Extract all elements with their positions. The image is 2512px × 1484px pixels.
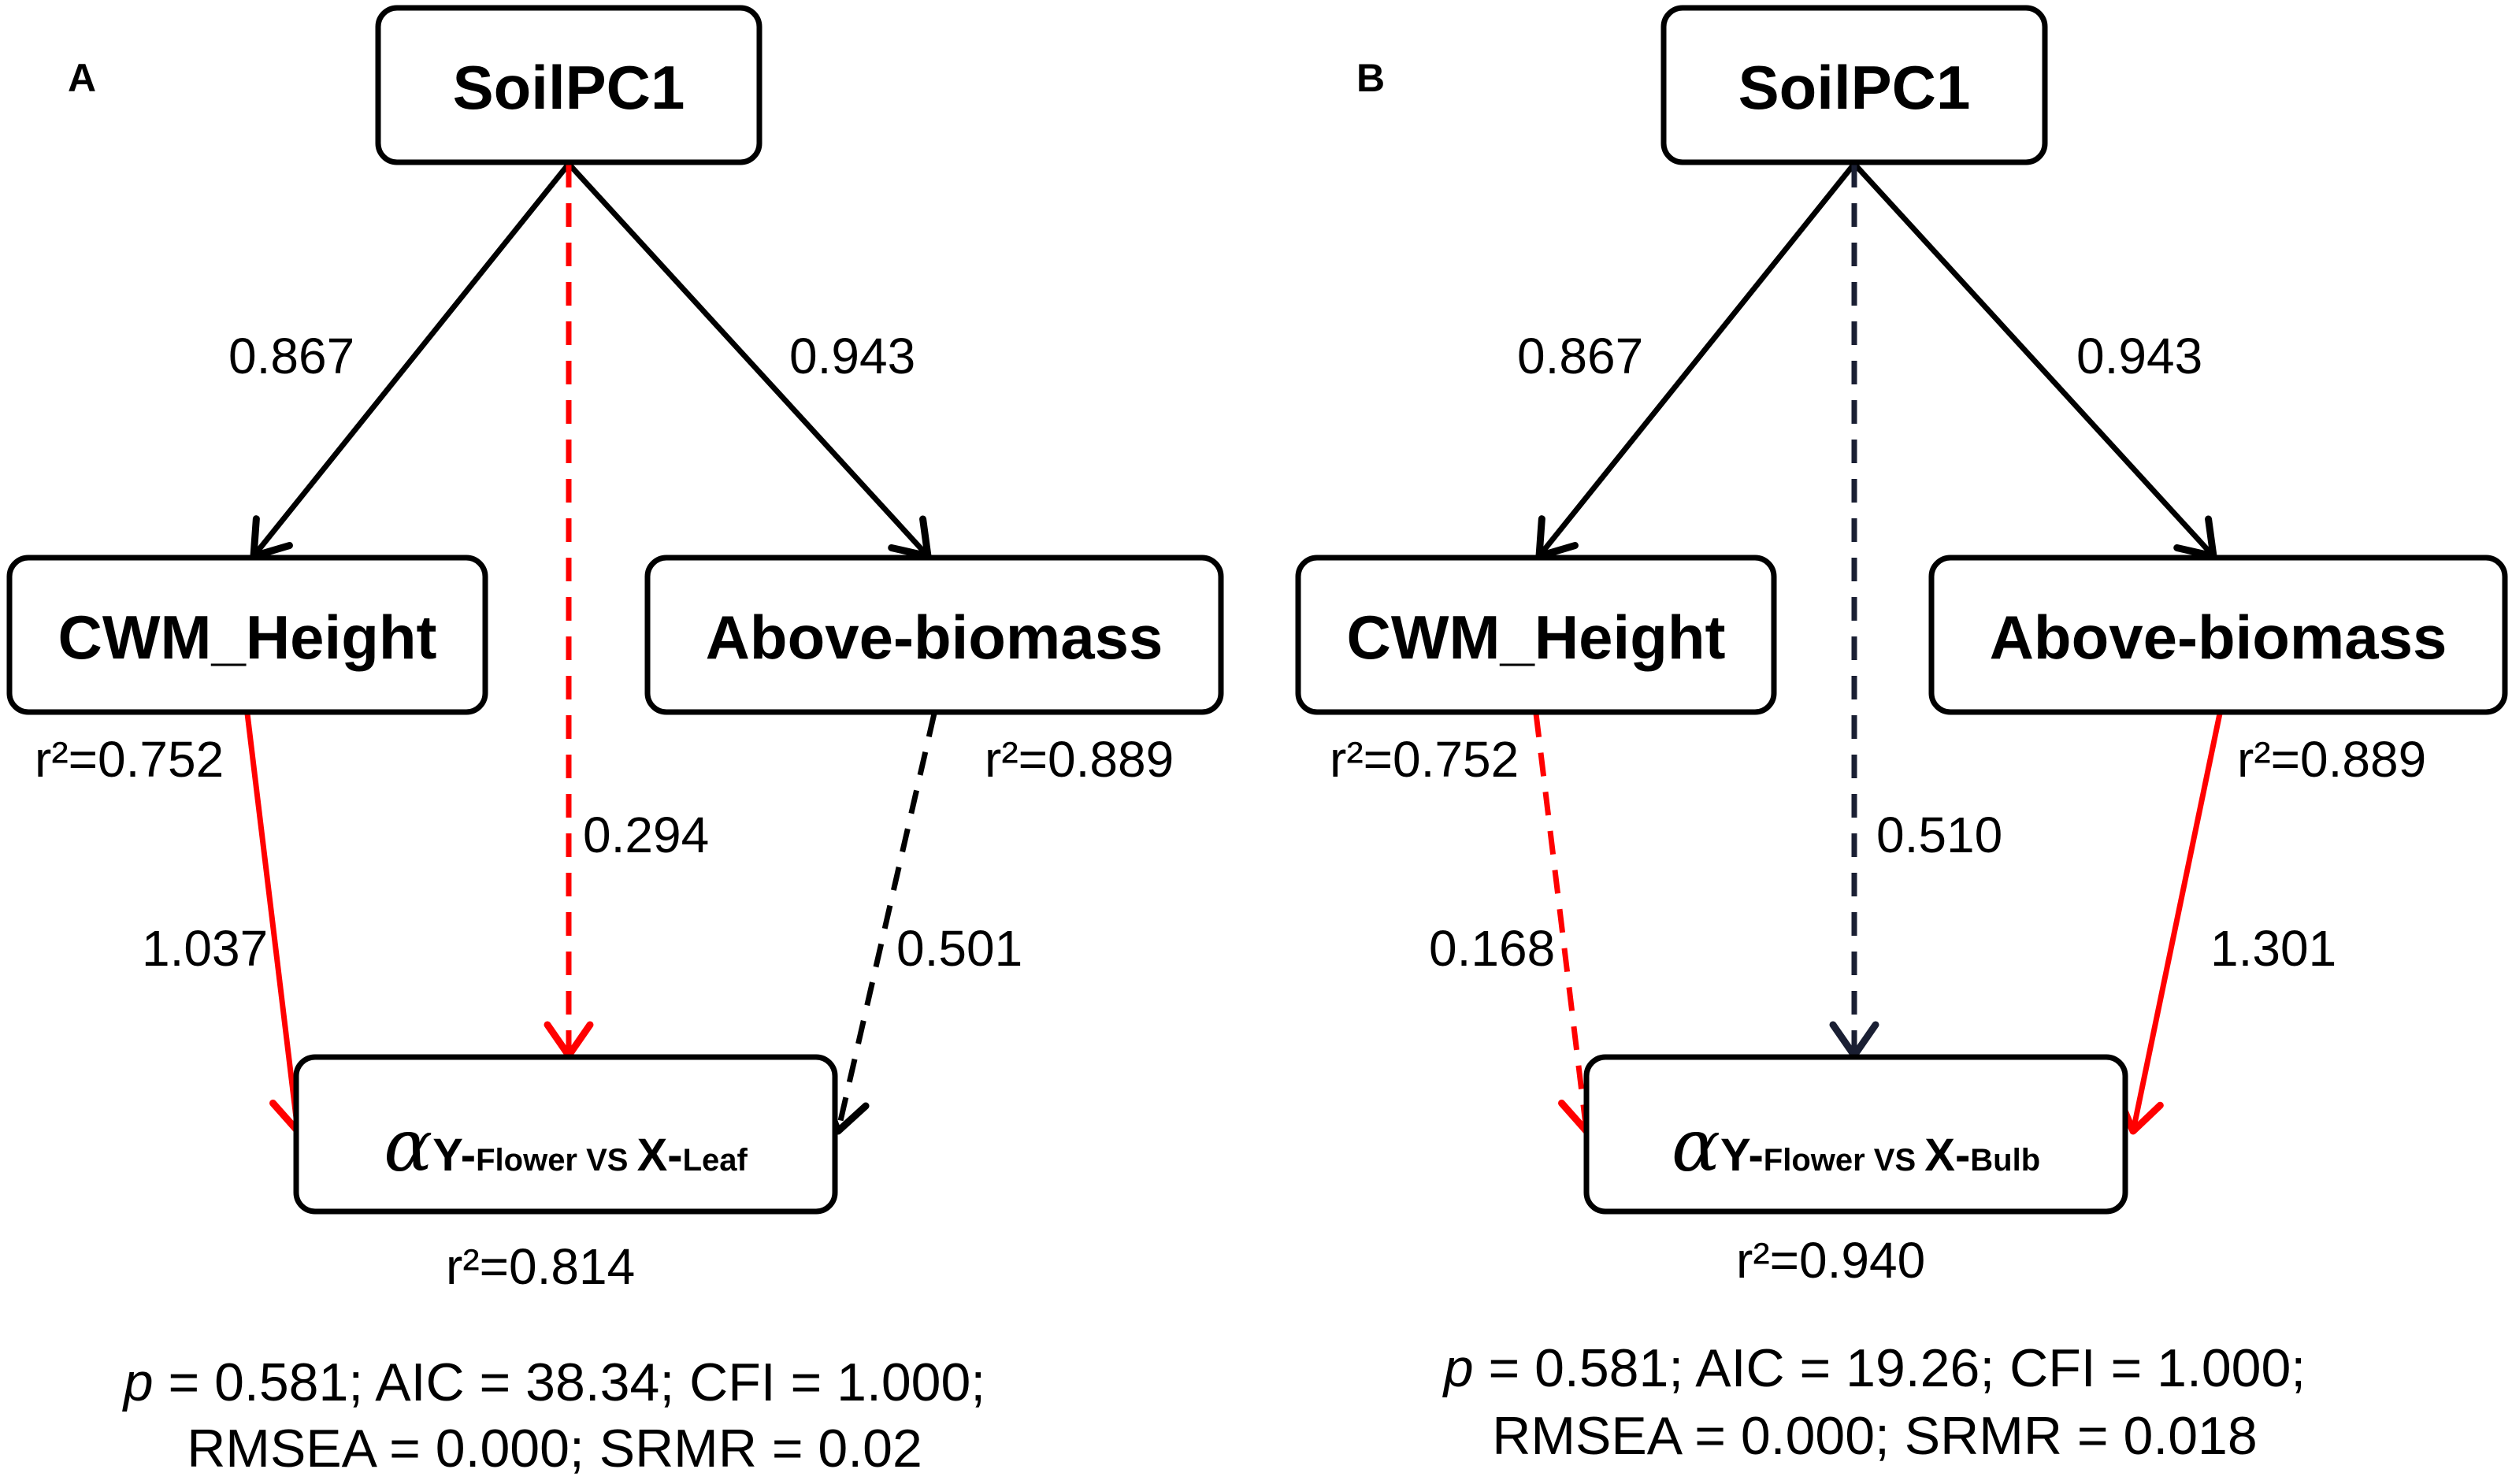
panel-a-coef-biomass-alpha: 0.501	[896, 920, 1022, 977]
panel-b-stats-p: p	[1442, 1338, 1474, 1398]
panel-b-alpha-y-name: Flower VS	[1764, 1143, 1925, 1178]
panel-b-arrow-soil-to-biomass	[1852, 161, 2217, 560]
panel-a-node-alpha-label: αY-Flower VS X-Leaf	[384, 1104, 748, 1188]
panel-b-arrow-height-to-alpha	[1533, 713, 1608, 1135]
panel-a-node-above-biomass	[644, 555, 1224, 715]
panel-a-coef-height-alpha: 1.037	[142, 920, 268, 977]
panel-a-letter: A	[68, 56, 96, 100]
panel-b-r2-biomass: r²=0.889	[2237, 731, 2426, 788]
panel-a-stats-line1-rest: = 0.581; AIC = 38.34; CFI = 1.000;	[154, 1352, 986, 1412]
panel-b-stats-line2: RMSEA = 0.000; SRMR = 0.018	[1492, 1406, 2257, 1466]
panel-a-alpha-y-prefix: Y-	[432, 1130, 476, 1181]
panel-a-coef-soil-height: 0.867	[228, 328, 354, 384]
panel-a-stats-line2: RMSEA = 0.000; SRMR = 0.02	[187, 1419, 922, 1478]
panel-b-node-cwm-height-label: CWM_Height	[1347, 603, 1726, 672]
panel-a-node-alpha	[293, 1054, 838, 1215]
panel-a-stats-p: p	[122, 1352, 154, 1412]
panel-a-coef-soil-biomass: 0.943	[789, 328, 915, 384]
panel-b-node-alpha	[1583, 1054, 2128, 1215]
panel-a-alpha-y-name: Flower VS	[476, 1143, 637, 1178]
panel-a-r2-height: r²=0.752	[35, 731, 224, 788]
panel-b-node-above-biomass	[1928, 555, 2508, 715]
panel-a-r2-biomass: r²=0.889	[985, 731, 1174, 788]
panel-a-coef-soil-alpha: 0.294	[583, 807, 709, 863]
panel-b-stats-line1-rest: = 0.581; AIC = 19.26; CFI = 1.000;	[1474, 1338, 2306, 1398]
panel-b-node-cwm-height	[1295, 555, 1777, 715]
panel-b-node-soilpc1-label: SoilPC1	[1738, 53, 1971, 122]
panel-b-coef-soil-alpha: 0.510	[1876, 807, 2002, 863]
panel-a-arrow-height-to-alpha	[244, 713, 319, 1135]
panel-a-arrow-biomass-to-alpha	[820, 713, 937, 1135]
panel-b-node-alpha-label: αY-Flower VS X-Bulb	[1672, 1104, 2040, 1188]
panel-a-node-soilpc1	[375, 5, 763, 165]
panel-a-arrow-soil-to-biomass	[566, 161, 932, 560]
panel-a-node-cwm-height	[6, 555, 488, 715]
panel-b-coef-biomass-alpha: 1.301	[2210, 920, 2336, 977]
panel-a-alpha-symbol: α	[384, 1104, 432, 1188]
panel-b-coef-soil-biomass: 0.943	[2076, 328, 2202, 384]
panel-b-coef-height-alpha: 0.168	[1429, 920, 1555, 977]
panel-a-node-cwm-height-label: CWM_Height	[58, 603, 437, 672]
panel-a-node-above-biomass-label: Above-biomass	[706, 603, 1163, 672]
panel-b-r2-alpha: r²=0.940	[1736, 1232, 1925, 1289]
panel-b-r2-height: r²=0.752	[1330, 731, 1519, 788]
panel-b-node-soilpc1	[1660, 5, 2048, 165]
panel-b-alpha-x-prefix: X-	[1924, 1130, 1970, 1181]
panel-b-arrow-soil-to-height	[1535, 161, 1857, 560]
panel-b-alpha-y-prefix: Y-	[1720, 1130, 1764, 1181]
panel-a-arrow-soil-to-height	[250, 161, 571, 560]
panel-a: A SoilPC1 CWM_Height Above-biomass αY-Fl…	[6, 5, 1224, 1478]
panel-b-stats-line1: p = 0.581; AIC = 19.26; CFI = 1.000;	[1442, 1338, 2306, 1398]
panel-a-alpha-x-prefix: X-	[637, 1130, 683, 1181]
panel-a-alpha-x-name: Leaf	[683, 1143, 748, 1178]
panel-b-node-above-biomass-label: Above-biomass	[1990, 603, 2447, 672]
panel-b-arrow-biomass-to-alpha	[2114, 713, 2223, 1135]
panel-a-node-soilpc1-label: SoilPC1	[453, 53, 685, 122]
panel-b-alpha-x-name: Bulb	[1970, 1143, 2040, 1178]
panel-b-alpha-symbol: α	[1672, 1104, 1720, 1188]
panel-b: B SoilPC1 CWM_Height Above-biomass αY-Fl…	[1295, 5, 2508, 1466]
panel-a-stats-line1: p = 0.581; AIC = 38.34; CFI = 1.000;	[122, 1352, 985, 1412]
panel-b-coef-soil-height: 0.867	[1517, 328, 1643, 384]
panel-a-r2-alpha: r²=0.814	[446, 1238, 635, 1295]
panel-b-letter: B	[1356, 56, 1385, 100]
